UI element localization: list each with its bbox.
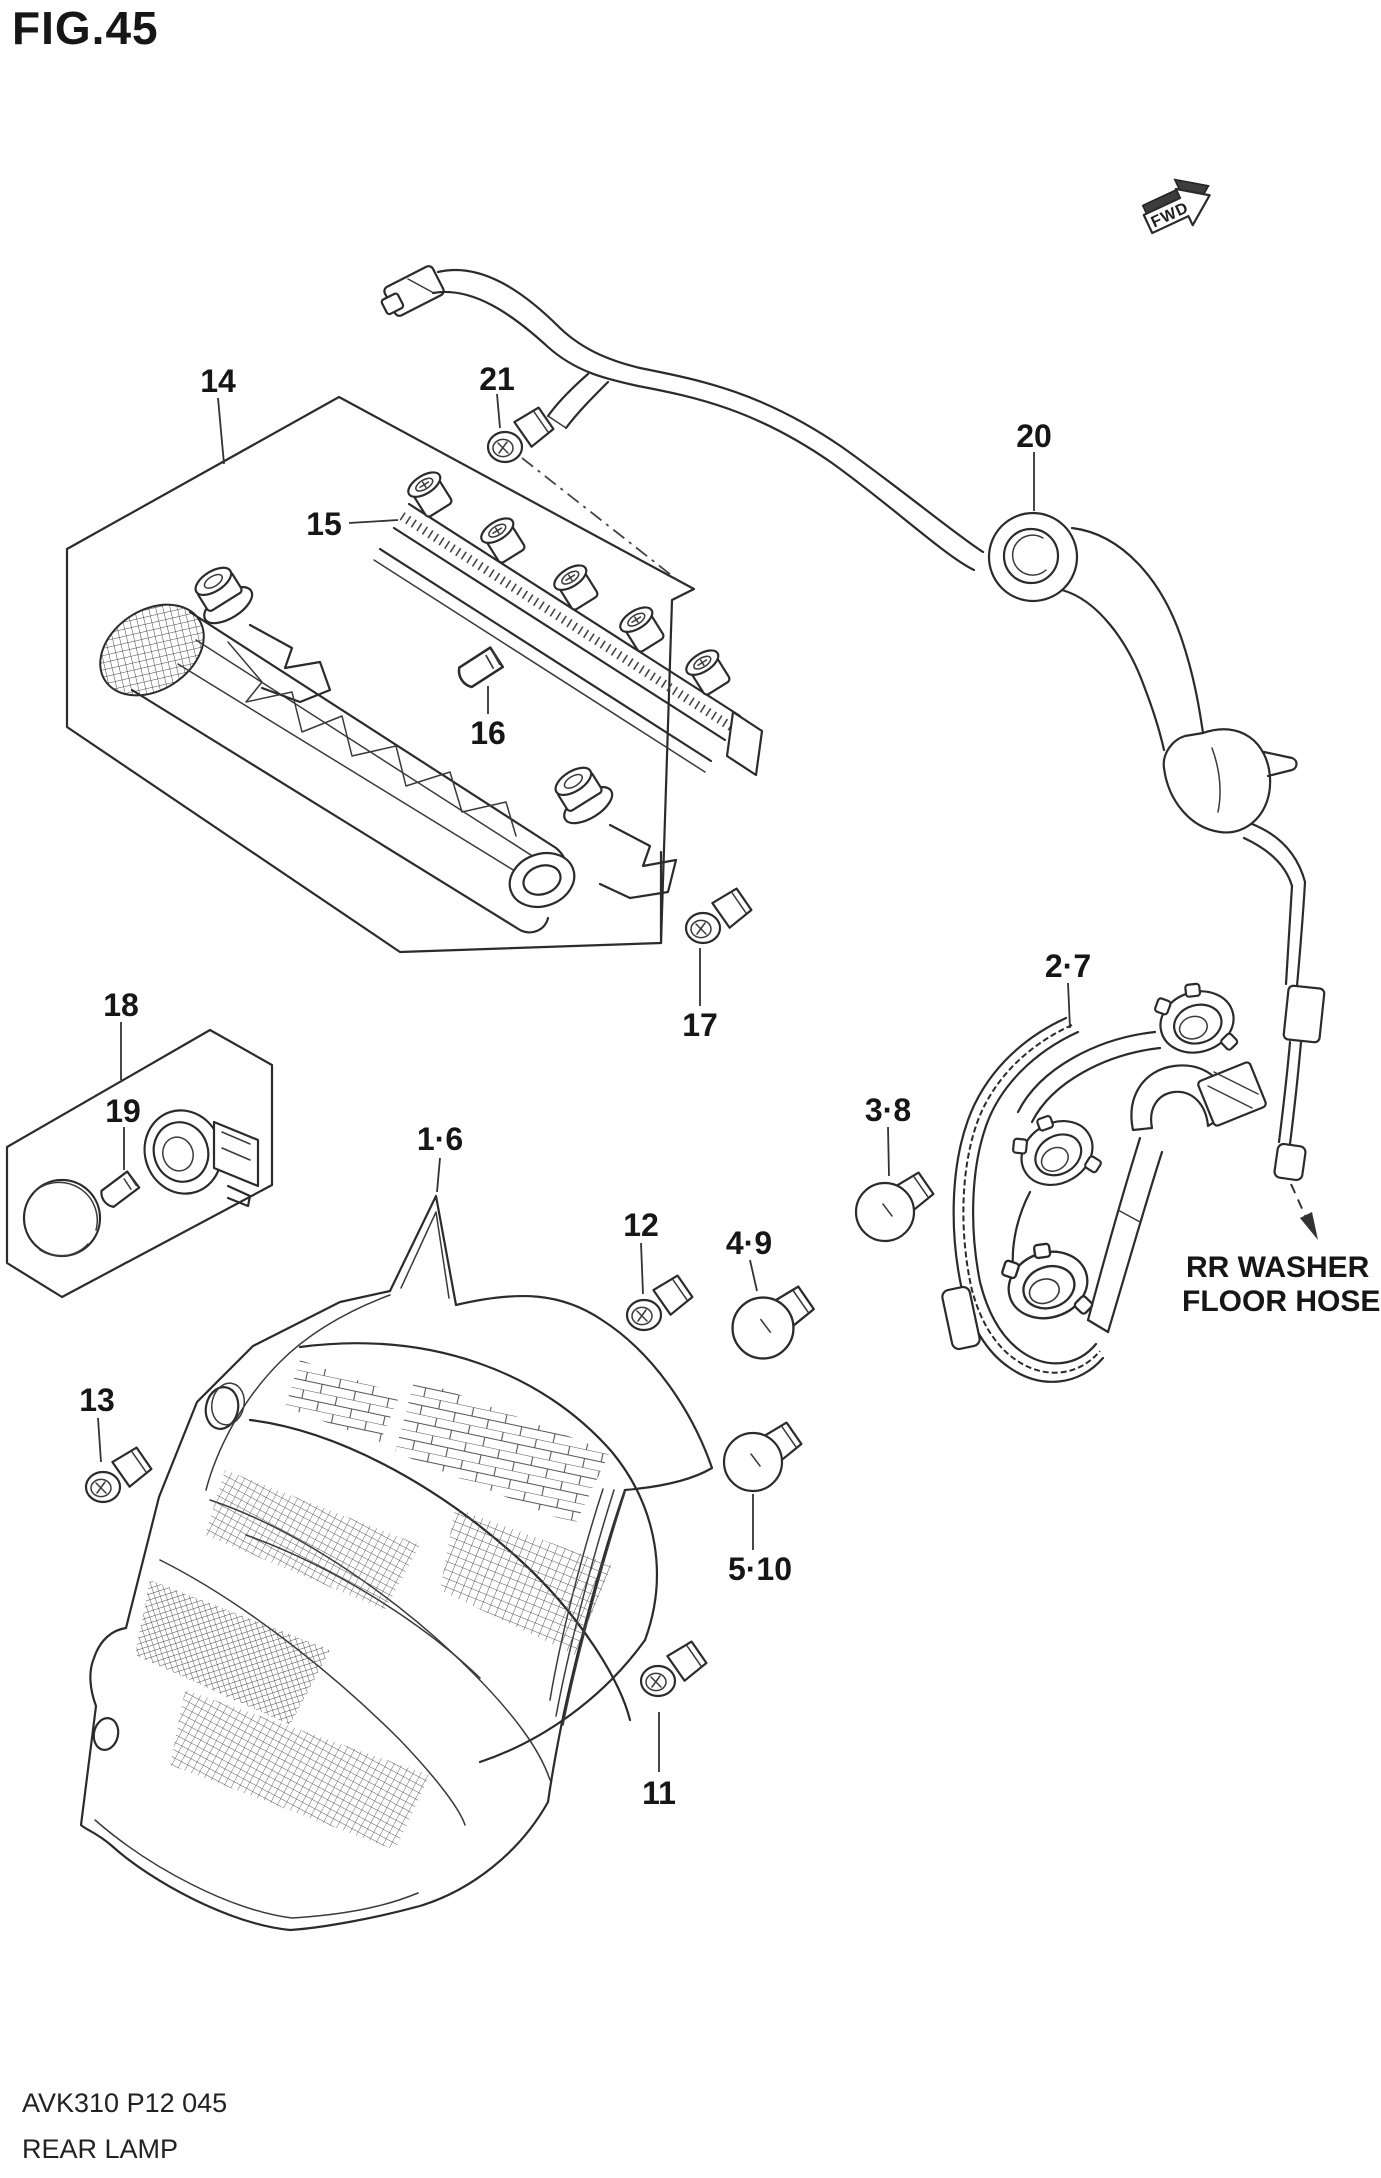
harness-connector	[380, 265, 445, 317]
harness-boot	[1162, 728, 1272, 834]
grommet-20	[987, 511, 1079, 603]
callout-12: 12	[623, 1207, 659, 1243]
harness-tube	[1060, 526, 1298, 834]
screw-17	[684, 887, 753, 945]
socket-harness-2-7	[941, 974, 1267, 1383]
washer-hose-label-line2: FLOOR HOSE	[1182, 1285, 1380, 1318]
screw-21	[486, 406, 555, 464]
callout-20: 20	[1016, 418, 1052, 454]
callout-14: 14	[200, 363, 236, 399]
rear-lamp-assembly	[79, 1194, 714, 1932]
harness-wire	[431, 268, 985, 572]
bulb-socket-rail	[373, 466, 764, 777]
callout-18: 18	[103, 987, 139, 1023]
figure-code: AVK310 P12 045	[22, 2088, 227, 2118]
socket-18-body	[143, 1109, 260, 1208]
high-mount-lens	[99, 603, 568, 934]
lamp-wire-zigzag	[227, 641, 517, 837]
callout-13: 13	[79, 1382, 115, 1418]
callout-17: 17	[682, 1007, 718, 1043]
callout-11: 11	[642, 1775, 676, 1811]
socket-box-18	[5, 1028, 274, 1299]
lens-grommet-ring	[508, 851, 576, 909]
bulb-3-8	[854, 1171, 935, 1243]
callout-2-7: 2·7	[1045, 948, 1091, 984]
screw-11	[639, 1640, 708, 1698]
high-mount-lamp-box	[65, 395, 696, 954]
socket-big-holder	[1086, 1061, 1267, 1334]
washer-hose-label-line1: RR WASHER	[1186, 1251, 1370, 1284]
callout-21: 21	[479, 361, 515, 397]
callout-4-9: 4·9	[726, 1225, 772, 1261]
callout-15: 15	[306, 506, 342, 542]
screw-21-locator-line	[521, 457, 681, 583]
fwd-direction-icon: FWD	[1141, 178, 1211, 235]
callout-3-8: 3·8	[865, 1092, 911, 1128]
lamp-holder-right	[544, 757, 678, 900]
callout-19: 19	[105, 1093, 141, 1129]
washer-hose	[1242, 822, 1326, 1240]
figure-name: REAR LAMP	[22, 2134, 178, 2164]
wedge-bulb-16	[454, 644, 507, 690]
screw-12	[625, 1274, 694, 1332]
figure-number: FIG.45	[12, 2, 159, 54]
callout-labels: 14 15 16 21 20 17 18 19 1·6 12 4·9 3·8 2…	[79, 361, 1091, 1811]
bulb-4-9	[731, 1285, 815, 1360]
washer-hose-annotation: RR WASHER FLOOR HOSE	[1182, 1251, 1380, 1318]
lamp-holder-left	[184, 557, 332, 704]
bulb-5-10	[722, 1421, 803, 1493]
callout-5-10: 5·10	[728, 1551, 792, 1587]
screw-13	[84, 1446, 153, 1504]
washer-hose-arrowhead	[1300, 1212, 1318, 1240]
callout-1-6: 1·6	[417, 1121, 463, 1157]
callout-16: 16	[470, 715, 506, 751]
leader-lines	[97, 393, 1071, 1772]
